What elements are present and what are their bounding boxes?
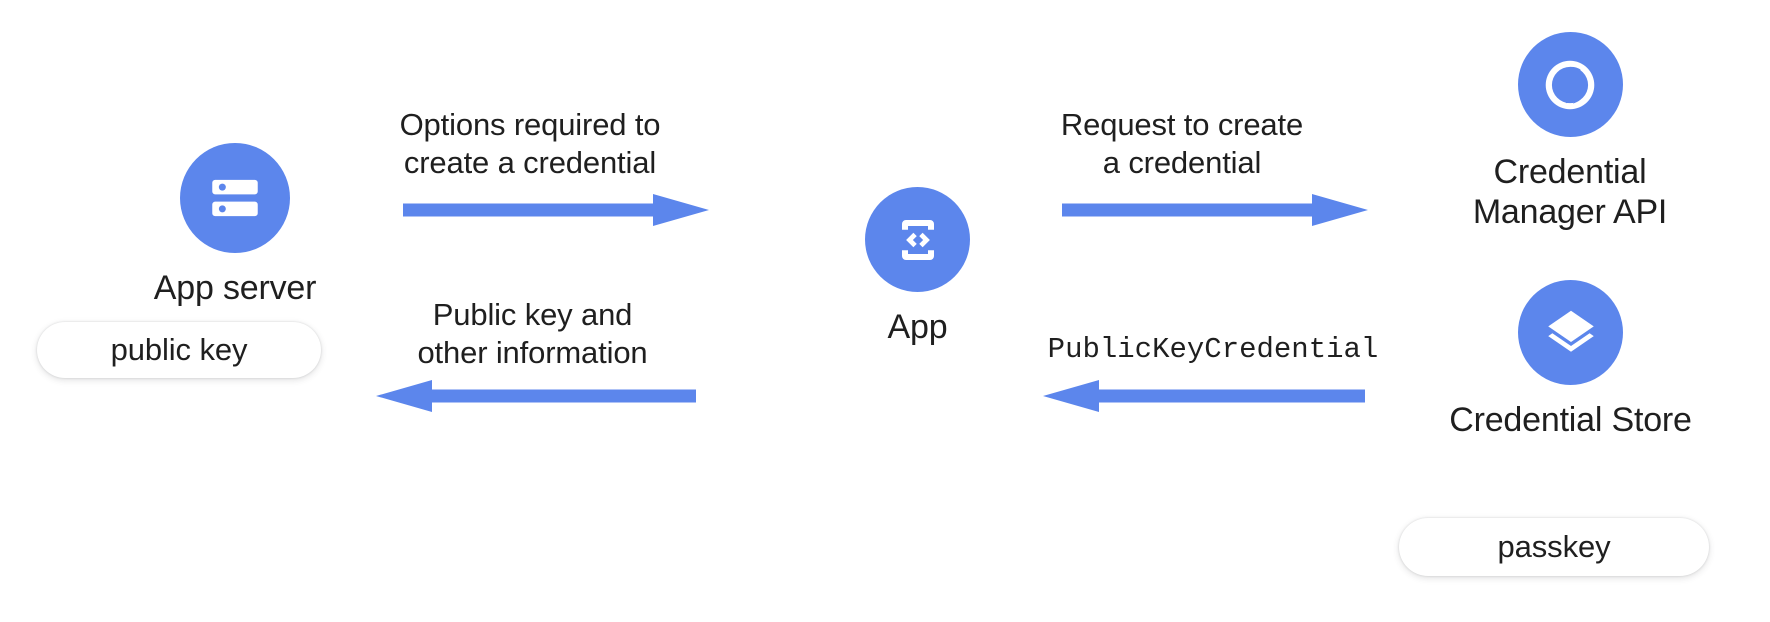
node-label-app: App	[887, 308, 948, 346]
node-label-credential-manager-api: Credential Manager API	[1472, 153, 1668, 231]
arrow-options-required	[403, 186, 709, 234]
arrow-label-public-key-credential: PublicKeyCredential	[1047, 333, 1379, 366]
public-key-pill-label: public key	[110, 332, 248, 367]
arrow-public-key-credential	[1043, 372, 1365, 420]
arrow-label-options-required: Options required to create a credential	[399, 107, 661, 180]
node-label-app-server: App server	[153, 269, 317, 307]
app-code-phone-icon	[865, 187, 970, 292]
node-credential-manager-api: Credential Manager API	[1440, 32, 1700, 233]
arrow-public-key-and-other-information	[376, 372, 696, 420]
server-icon	[180, 143, 290, 253]
arrow-label-request-to-create: Request to create a credential	[1060, 107, 1304, 180]
node-app: App	[840, 187, 995, 348]
node-label-credential-store: Credential Store	[1449, 401, 1692, 439]
node-credential-store: Credential Store	[1438, 280, 1703, 441]
node-app-server: App server	[125, 143, 345, 309]
public-key-pill: public key	[37, 322, 321, 378]
passkey-pill-label: passkey	[1497, 529, 1611, 564]
layers-icon	[1518, 280, 1623, 385]
arrow-label-public-key-and-other-information: Public key and other information	[417, 297, 648, 370]
arrow-request-to-create	[1062, 186, 1368, 234]
globe-icon	[1517, 32, 1623, 137]
passkey-pill: passkey	[1399, 518, 1709, 576]
